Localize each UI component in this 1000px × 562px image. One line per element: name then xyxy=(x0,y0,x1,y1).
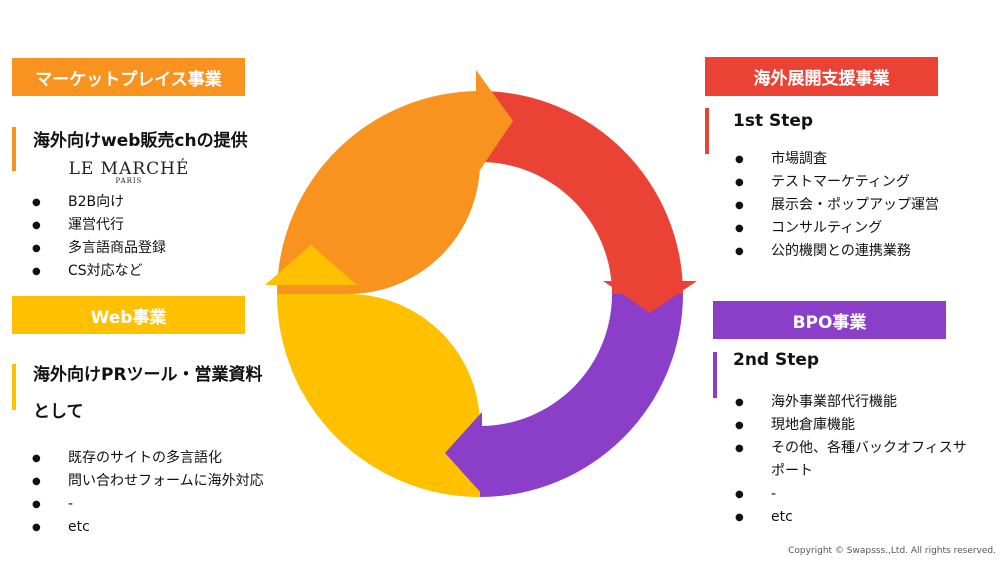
web-header: Web事業 xyxy=(12,296,245,334)
list-item: 問い合わせフォームに海外対応 xyxy=(32,470,264,493)
ring-segment-bottom-left xyxy=(277,294,480,497)
bpo-header: BPO事業 xyxy=(713,301,946,339)
list-item: 展示会・ポップアップ運営 xyxy=(735,194,939,217)
list-item: - xyxy=(32,493,264,516)
le-marche-logo: LE MARCHÉ PARIS xyxy=(66,159,192,185)
web-header-label: Web事業 xyxy=(90,307,167,328)
web-heading-line1: 海外向けPRツール・営業資料 xyxy=(33,365,263,385)
list-item: 運営代行 xyxy=(32,214,166,237)
logo-subtext: PARIS xyxy=(115,177,143,185)
list-item: その他、各種バックオフィスサ xyxy=(735,437,967,460)
arrow-head-right xyxy=(603,281,697,313)
list-item: コンサルティング xyxy=(735,217,939,240)
logo-text: LE MARCHÉ xyxy=(68,159,190,179)
marketplace-header: マーケットプレイス事業 xyxy=(12,58,245,96)
web-list: 既存のサイトの多言語化 問い合わせフォームに海外対応 - etc xyxy=(32,447,264,539)
ring-segment-top-right xyxy=(480,91,683,294)
bpo-accent-bar xyxy=(713,352,717,398)
list-item: - xyxy=(735,483,967,506)
overseas-header-label: 海外展開支援事業 xyxy=(753,69,890,89)
list-item: etc xyxy=(32,516,264,539)
overseas-header: 海外展開支援事業 xyxy=(705,57,938,96)
arrow-head-left xyxy=(265,245,357,285)
list-item: B2B向け xyxy=(32,191,166,214)
list-item: 既存のサイトの多言語化 xyxy=(32,447,264,470)
bpo-list: 海外事業部代行機能 現地倉庫機能 その他、各種バックオフィスサ ポート - et… xyxy=(735,391,967,529)
list-item: CS対応など xyxy=(32,260,166,283)
ring-segment-top-left xyxy=(277,91,480,294)
marketplace-list: B2B向け 運営代行 多言語商品登録 CS対応など xyxy=(32,191,166,283)
arrow-head-top xyxy=(476,70,513,176)
copyright-text: Copyright © Swapsss.,Ltd. All rights res… xyxy=(788,546,996,556)
overseas-list: 市場調査 テストマーケティング 展示会・ポップアップ運営 コンサルティング 公的… xyxy=(735,148,939,263)
overseas-step: 1st Step xyxy=(733,111,814,131)
list-item-continuation: ポート xyxy=(771,463,813,479)
marketplace-accent-bar xyxy=(12,127,16,171)
web-heading-line2: として xyxy=(33,402,84,422)
ring-segment-bottom-right xyxy=(480,294,683,497)
bpo-step: 2nd Step xyxy=(733,350,820,370)
list-item: 公的機関との連携業務 xyxy=(735,240,939,263)
list-item: テストマーケティング xyxy=(735,171,939,194)
arrow-head-bottom xyxy=(445,412,482,494)
list-item: 現地倉庫機能 xyxy=(735,414,967,437)
overseas-accent-bar xyxy=(705,108,709,154)
list-item: 海外事業部代行機能 xyxy=(735,391,967,414)
web-accent-bar xyxy=(12,364,16,410)
list-item: 多言語商品登録 xyxy=(32,237,166,260)
list-item: 市場調査 xyxy=(735,148,939,171)
marketplace-header-label: マーケットプレイス事業 xyxy=(35,69,222,90)
marketplace-heading: 海外向けweb販売chの提供 xyxy=(33,131,248,151)
bpo-header-label: BPO事業 xyxy=(792,312,867,333)
list-item: etc xyxy=(735,506,967,529)
